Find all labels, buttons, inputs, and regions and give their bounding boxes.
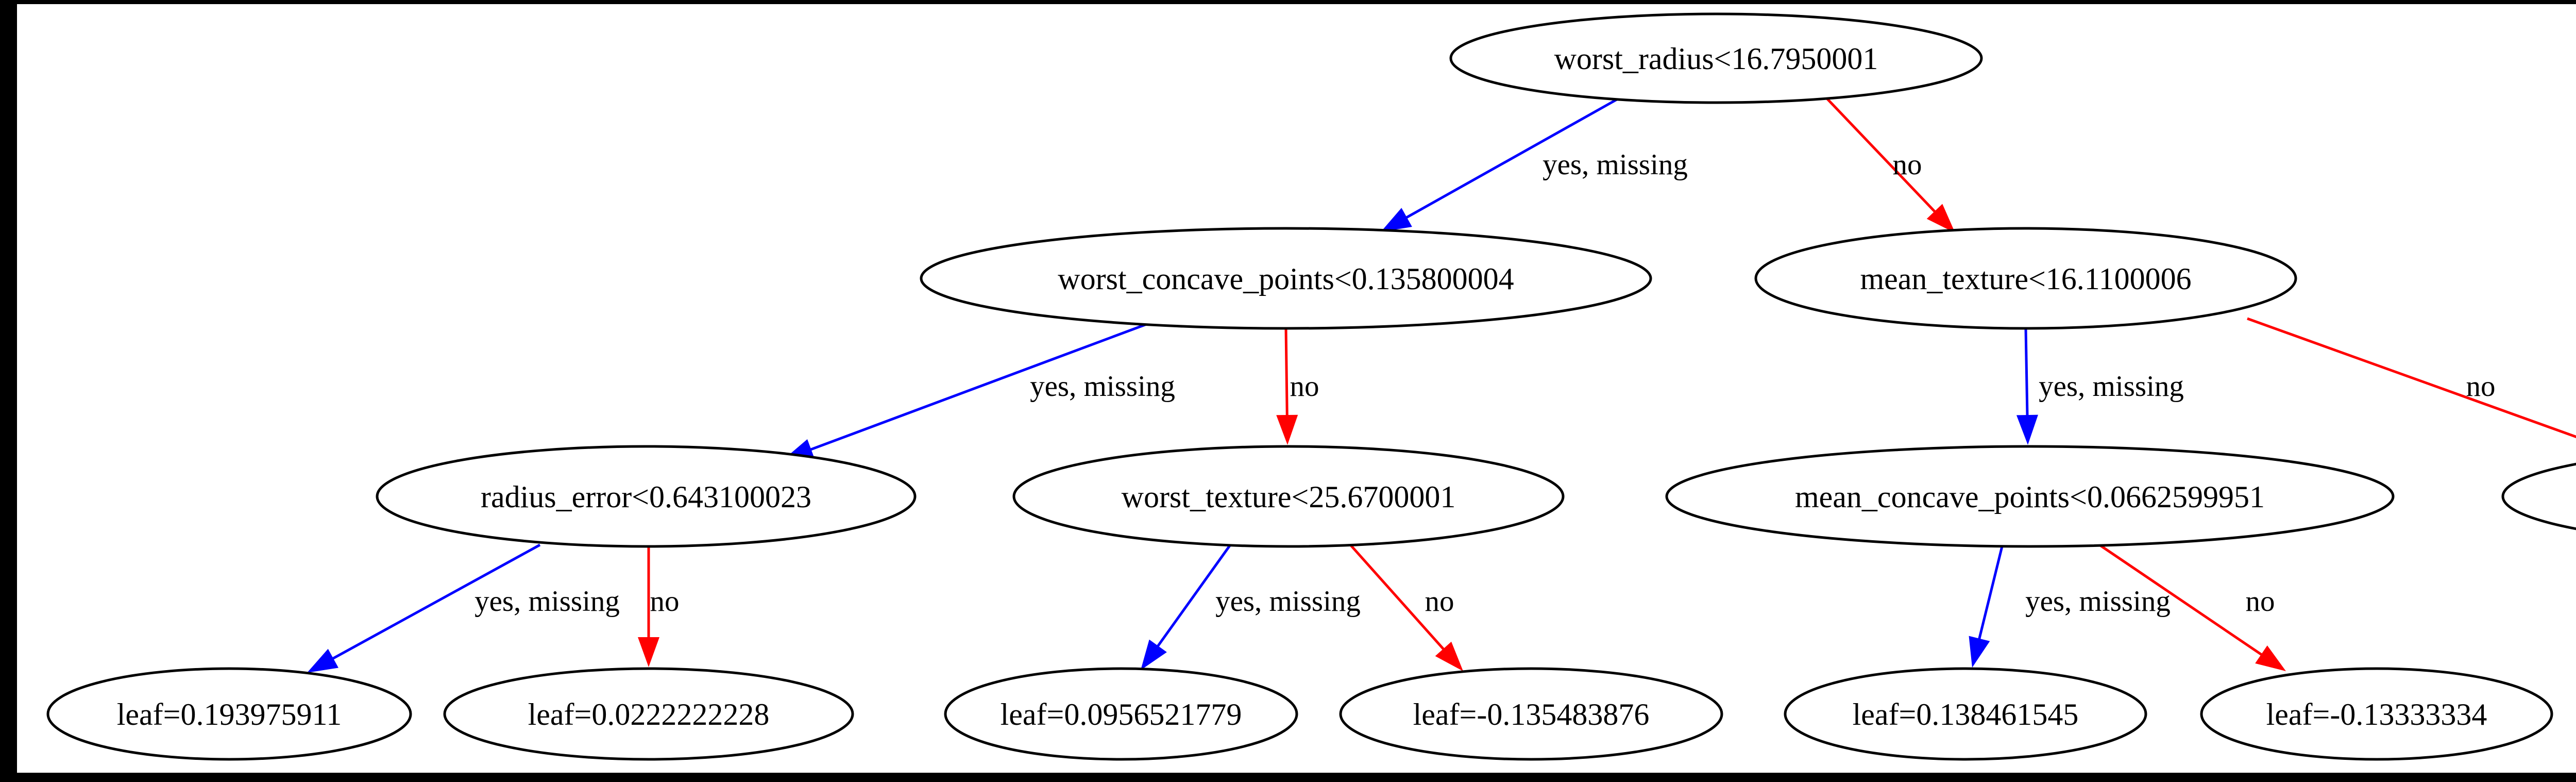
node-ellipse bbox=[1784, 667, 2147, 761]
edge-label-no: no bbox=[1893, 148, 1922, 181]
edge-label-yes-missing: yes, missing bbox=[2039, 370, 2184, 403]
no-edge-line bbox=[1284, 328, 1289, 419]
node-ellipse bbox=[2501, 462, 2576, 530]
arrowhead-icon bbox=[1435, 641, 1463, 671]
node-label: leaf=0.138461545 bbox=[1853, 697, 2079, 731]
tree-edge-worst_concave_points-worst_texture: no bbox=[1276, 328, 1319, 445]
arrowhead-icon bbox=[2255, 645, 2286, 671]
node-label: leaf=-0.13333334 bbox=[2266, 697, 2487, 731]
leaf-node-leaf_1: leaf=0.193975911 bbox=[46, 667, 412, 761]
node-ellipse bbox=[1449, 12, 1983, 104]
node-ellipse bbox=[944, 667, 1298, 761]
leaf-node-leaf_6: leaf=-0.13333334 bbox=[2200, 667, 2553, 761]
node-ellipse bbox=[1665, 445, 2395, 548]
arrowhead-icon bbox=[1141, 639, 1167, 670]
node-ellipse bbox=[1339, 667, 1723, 761]
node-ellipse bbox=[376, 445, 917, 548]
node-label: mean_texture<16.1100006 bbox=[1860, 262, 2191, 296]
tree-edge-mean_texture-worst_concavity: no bbox=[2247, 317, 2576, 439]
leaf-node-leaf_3: leaf=0.0956521779 bbox=[944, 667, 1298, 761]
split-node-worst_concavity: worst_concavity<0.190699995 bbox=[2501, 462, 2576, 530]
tree-edge-mean_concave_points-leaf_6: no bbox=[2098, 543, 2286, 671]
node-label: leaf=0.193975911 bbox=[117, 697, 342, 731]
no-edge-line bbox=[1350, 544, 1447, 652]
split-node-mean_concave_points: mean_concave_points<0.0662599951 bbox=[1665, 445, 2395, 548]
node-label: leaf=0.0222222228 bbox=[528, 697, 770, 731]
arrowhead-icon bbox=[1276, 414, 1298, 445]
diagram-canvas bbox=[17, 4, 2576, 773]
edge-label-no: no bbox=[650, 585, 680, 618]
yes-missing-edge-line bbox=[1977, 546, 2004, 642]
nodes-layer: worst_radius<16.7950001 worst_concave_poi… bbox=[46, 12, 2576, 761]
edge-label-no: no bbox=[2246, 585, 2275, 618]
node-ellipse bbox=[1012, 445, 1565, 548]
tree-edge-mean_concave_points-leaf_5: yes, missing bbox=[1969, 546, 2171, 668]
edge-label-yes-missing: yes, missing bbox=[474, 585, 620, 618]
node-ellipse bbox=[1754, 227, 2297, 330]
node-label: leaf=-0.135483876 bbox=[1413, 697, 1650, 731]
tree-edge-radius_error-leaf_2: no bbox=[638, 546, 680, 667]
yes-missing-edge-line bbox=[1155, 544, 1232, 650]
tree-edge-worst_radius-worst_concave_points: yes, missing bbox=[1381, 97, 1688, 232]
tree-edge-worst_texture-leaf_3: yes, missing bbox=[1141, 544, 1361, 670]
split-node-mean_texture: mean_texture<16.1100006 bbox=[1754, 227, 2297, 330]
no-edge-line bbox=[2247, 317, 2576, 439]
tree-edge-worst_radius-mean_texture: no bbox=[1825, 97, 1955, 233]
edge-label-yes-missing: yes, missing bbox=[1215, 585, 1361, 618]
node-label: worst_radius<16.7950001 bbox=[1554, 42, 1878, 76]
no-edge-line bbox=[2098, 543, 2265, 657]
tree-edge-worst_texture-leaf_4: no bbox=[1350, 544, 1463, 671]
arrowhead-icon bbox=[1926, 204, 1955, 233]
node-ellipse bbox=[46, 667, 412, 761]
edge-label-yes-missing: yes, missing bbox=[1543, 148, 1688, 181]
split-node-radius_error: radius_error<0.643100023 bbox=[376, 445, 917, 548]
node-ellipse bbox=[2200, 667, 2553, 761]
yes-missing-edge-line bbox=[1403, 97, 1619, 220]
yes-missing-edge-line bbox=[807, 322, 1148, 452]
edge-label-no: no bbox=[2466, 370, 2496, 403]
arrowhead-icon bbox=[638, 637, 659, 667]
yes-missing-edge-line bbox=[2024, 328, 2029, 419]
arrowhead-icon bbox=[307, 648, 338, 673]
node-ellipse bbox=[920, 227, 1652, 330]
node-label: mean_concave_points<0.0662599951 bbox=[1795, 480, 2265, 514]
leaf-node-leaf_2: leaf=0.0222222228 bbox=[443, 667, 854, 761]
tree-edge-radius_error-leaf_1: yes, missing bbox=[307, 543, 620, 673]
node-label: leaf=0.0956521779 bbox=[1001, 697, 1242, 731]
edge-label-no: no bbox=[1290, 370, 1319, 403]
tree-edge-mean_texture-mean_concave_points: yes, missing bbox=[2016, 328, 2184, 445]
leaf-node-leaf_5: leaf=0.138461545 bbox=[1784, 667, 2147, 761]
node-label: worst_concave_points<0.135800004 bbox=[1058, 262, 1514, 296]
arrowhead-icon bbox=[1969, 636, 1990, 668]
node-label: worst_texture<25.6700001 bbox=[1122, 480, 1456, 514]
edge-label-yes-missing: yes, missing bbox=[2025, 585, 2171, 618]
node-label: radius_error<0.643100023 bbox=[481, 480, 811, 514]
yes-missing-edge-line bbox=[330, 543, 541, 661]
edge-label-yes-missing: yes, missing bbox=[1030, 370, 1175, 403]
tree-edge-worst_concave_points-radius_error: yes, missing bbox=[783, 322, 1175, 460]
edge-label-no: no bbox=[1425, 585, 1454, 618]
split-node-worst_texture: worst_texture<25.6700001 bbox=[1012, 445, 1565, 548]
no-edge-line bbox=[1825, 97, 1938, 215]
node-ellipse bbox=[443, 667, 854, 761]
arrowhead-icon bbox=[2016, 414, 2038, 445]
arrowhead-icon bbox=[1381, 208, 1412, 232]
leaf-node-leaf_4: leaf=-0.135483876 bbox=[1339, 667, 1723, 761]
split-node-worst_concave_points: worst_concave_points<0.135800004 bbox=[920, 227, 1652, 330]
edges-layer: yes, missing no yes, missing no yes, missing… bbox=[307, 97, 2576, 673]
split-node-worst_radius: worst_radius<16.7950001 bbox=[1449, 12, 1983, 104]
